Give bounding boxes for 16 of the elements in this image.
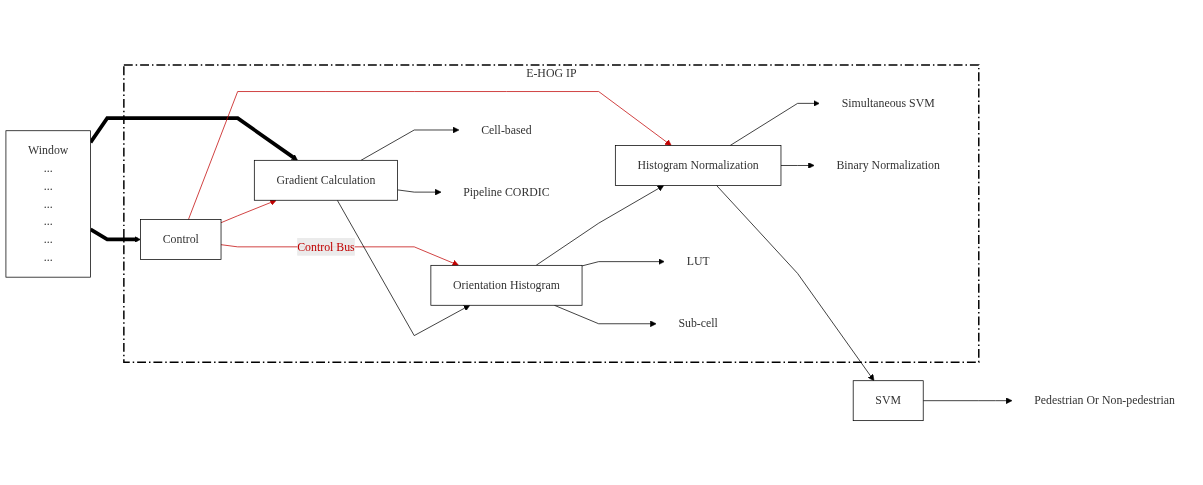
- node-text: Sub-cell: [678, 316, 718, 330]
- node-box: Gradient Calculation: [253, 159, 398, 201]
- node-box: Window ... ... ... ... ... ...: [5, 130, 91, 278]
- node-box: Orientation Histogram: [430, 264, 583, 306]
- node-box: SVM: [852, 380, 924, 421]
- arrow: [89, 116, 298, 161]
- node-text: Pedestrian Or Non-pedestrian: [1034, 393, 1175, 407]
- node-text: Pipeline CORDIC: [463, 185, 550, 198]
- node-box: Histogram Normalization: [614, 144, 782, 186]
- arrow: [89, 227, 141, 243]
- node-text: Cell-based: [481, 123, 532, 136]
- edge-label: Control Bus: [297, 239, 355, 253]
- node-text: LUT: [686, 254, 710, 268]
- node-text: Simultaneous SVM: [841, 96, 935, 110]
- node-text: Binary Normalization: [836, 158, 940, 172]
- node-box: Control: [140, 218, 222, 260]
